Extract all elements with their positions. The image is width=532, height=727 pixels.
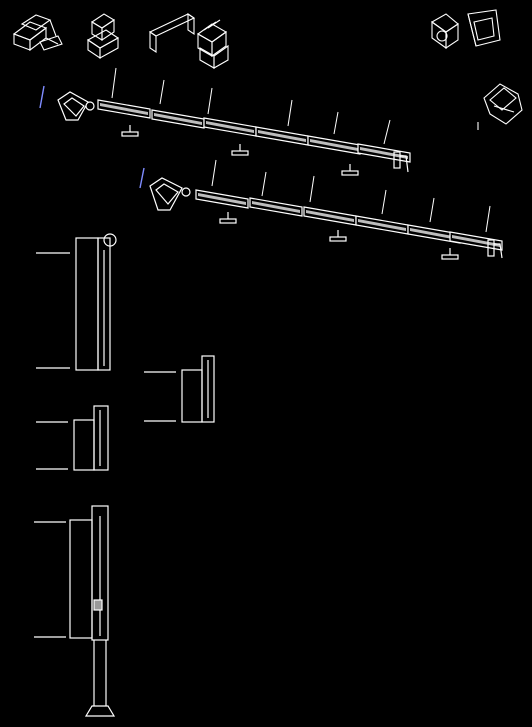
beam-assembly-upper <box>57 67 411 176</box>
elevation-view-1 <box>36 233 117 371</box>
elevation-view-3 <box>144 355 215 423</box>
beam-nose-upper <box>57 91 95 121</box>
part-connector-block <box>86 13 120 60</box>
beam-end-clamp-lower <box>487 239 503 259</box>
beam-end-clamp-upper <box>393 151 409 173</box>
elevation-view-4 <box>34 505 116 717</box>
elevation-view-2 <box>36 405 109 471</box>
axis-marker-a <box>39 85 45 109</box>
part-end-cap <box>477 83 523 130</box>
part-mount-assembly <box>196 19 229 69</box>
part-trapezoid-block <box>467 9 501 47</box>
axis-marker-b <box>139 167 145 189</box>
part-corner-bracket-a <box>12 14 63 52</box>
part-bearing-housing <box>430 13 459 50</box>
part-channel-profile <box>148 12 196 54</box>
beam-nose-lower <box>149 177 191 211</box>
leader-lines-lower <box>211 159 491 233</box>
leader-lines-upper <box>111 67 391 145</box>
beam-assembly-lower <box>149 159 503 260</box>
